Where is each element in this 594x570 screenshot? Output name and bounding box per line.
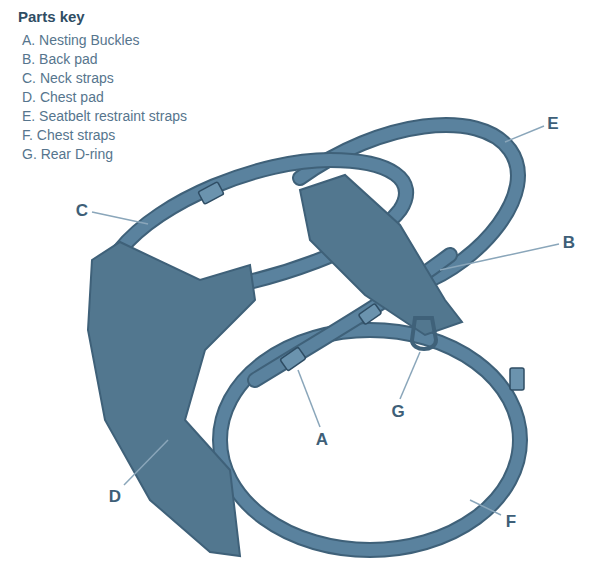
- callout-letter: F: [506, 512, 516, 532]
- callout-letter: A: [316, 430, 328, 450]
- callout-letter: B: [563, 233, 575, 253]
- leader-line: [470, 500, 501, 515]
- key-title: Parts key: [18, 8, 85, 25]
- buckles: [198, 182, 524, 390]
- chest-strap: [220, 330, 520, 550]
- chest-pad: [88, 242, 255, 556]
- parts-key-item: D. Chest pad: [22, 89, 104, 105]
- parts-key-item: B. Back pad: [22, 51, 98, 67]
- leader-line: [400, 352, 420, 399]
- parts-key-item: A. Nesting Buckles: [22, 32, 140, 48]
- d-ring: [412, 318, 436, 349]
- leader-lines: [92, 126, 559, 515]
- leader-line: [440, 244, 559, 270]
- leader-line: [505, 126, 544, 142]
- buckle: [198, 182, 224, 205]
- callout-letter: C: [76, 201, 88, 221]
- buckle: [510, 368, 524, 390]
- chest-strap-outline: [220, 330, 520, 550]
- parts-key-item: C. Neck straps: [22, 70, 114, 86]
- buckle: [280, 347, 306, 371]
- parts-key-item: E. Seatbelt restraint straps: [22, 108, 187, 124]
- back-pad: [300, 175, 462, 335]
- callout-letter: D: [109, 487, 121, 507]
- leader-line: [92, 212, 148, 224]
- buckle: [358, 303, 381, 324]
- callout-letter: G: [391, 402, 404, 422]
- leader-line: [298, 370, 320, 427]
- callout-letter: E: [547, 114, 558, 134]
- parts-key-item: F. Chest straps: [22, 127, 115, 143]
- leader-line: [124, 440, 168, 485]
- parts-key-item: G. Rear D-ring: [22, 146, 113, 162]
